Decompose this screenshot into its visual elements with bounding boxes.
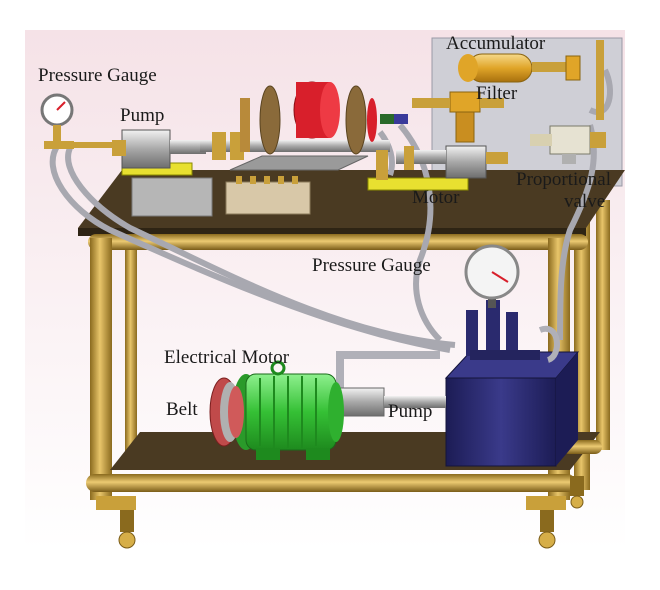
bearing-left (240, 98, 250, 152)
label-electrical-motor: Electrical Motor (164, 347, 290, 368)
label-accumulator: Accumulator (446, 33, 546, 54)
pump-bottom-icon (335, 387, 446, 417)
frame-top-rail (88, 234, 588, 250)
label-pressure-gauge-top: Pressure Gauge (38, 65, 157, 86)
bearing-supports (259, 85, 367, 155)
label-pump-bottom: Pump (388, 401, 433, 422)
terminal-pins (236, 176, 298, 184)
frame-leg-back-left (125, 228, 137, 458)
sensor-blue (394, 114, 408, 124)
pressure-gauge-top-icon (40, 93, 114, 149)
frame-leg-back-right-2 (596, 200, 610, 450)
motor-mount-plate (367, 177, 469, 191)
frame-leg-front-left (90, 238, 112, 500)
coupling-1 (212, 132, 226, 160)
caster-back-right (570, 476, 584, 509)
belt-pulley-icon (209, 377, 244, 447)
label-filter: Filter (476, 83, 518, 104)
label-motor: Motor (412, 187, 460, 208)
caster-right (526, 496, 566, 549)
pump-hose (336, 351, 440, 390)
label-proportional-valve-line1: Proportional (516, 169, 611, 190)
label-pressure-gauge-bottom: Pressure Gauge (312, 255, 431, 276)
caster-left (96, 496, 136, 549)
label-pump-top: Pump (120, 105, 165, 126)
flywheel-icon (293, 81, 340, 139)
top-deck (78, 170, 625, 228)
pressure-gauge-bottom-icon (464, 244, 520, 308)
brake-disc (367, 98, 377, 142)
pump-top-icon (112, 129, 206, 169)
shaft-base-plate (229, 155, 369, 171)
filter-icon (412, 91, 504, 143)
pump-base-block (131, 177, 213, 217)
label-belt: Belt (166, 399, 198, 420)
sensor-green (380, 114, 394, 124)
terminal-block (225, 181, 311, 215)
hydraulic-motor-icon (376, 145, 508, 180)
electrical-motor-icon (232, 360, 344, 460)
hydraulic-tank-icon (444, 300, 580, 467)
frame-bottom-rail (86, 474, 576, 492)
proportional-valve-icon (530, 125, 606, 164)
accumulator-icon (458, 40, 604, 120)
label-proportional-valve-line2: valve (564, 191, 606, 212)
